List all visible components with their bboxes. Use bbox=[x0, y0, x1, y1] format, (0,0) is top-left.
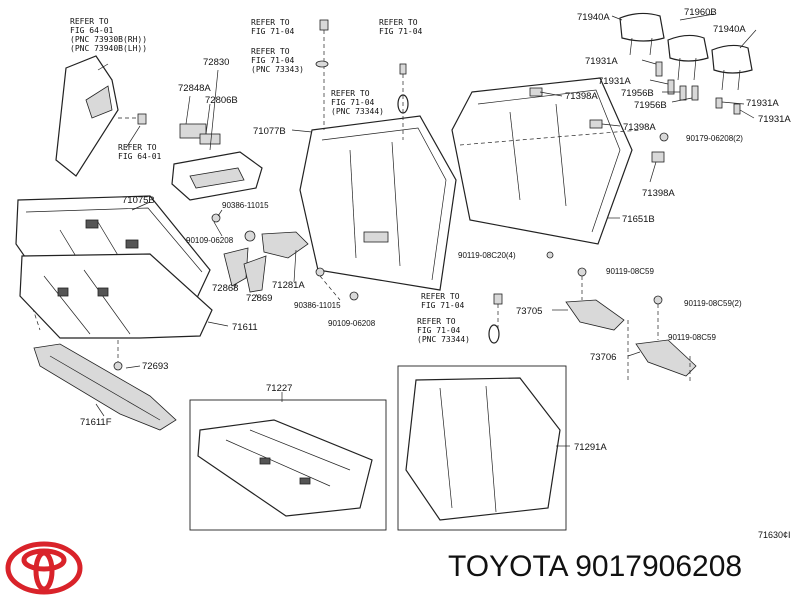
label-71931A-4: 71931A bbox=[758, 114, 791, 125]
label-71611F: 71611F bbox=[80, 417, 112, 428]
hinge-73706-icon bbox=[635, 295, 697, 377]
ref-71-04-c: REFER TO FIG 71-04 bbox=[379, 18, 423, 36]
hinge-73705-icon bbox=[565, 267, 625, 331]
label-71940A-top: 71940A bbox=[577, 12, 610, 23]
label-71956B-2: 71956B bbox=[634, 100, 667, 111]
label-90119-08C59-b: 90119-08C59(2) bbox=[684, 299, 742, 308]
diagram-code: 71630¢I bbox=[758, 530, 791, 540]
label-71398A-2: 71398A bbox=[623, 122, 656, 133]
ref-71-04-b: REFER TO FIG 71-04 (PNC 73343) bbox=[251, 47, 304, 74]
seatback-71651B-icon bbox=[451, 77, 665, 245]
label-71956B-1: 71956B bbox=[621, 88, 654, 99]
label-72869: 72869 bbox=[246, 293, 272, 304]
pad-71291A-icon bbox=[405, 377, 561, 521]
ref-71-04-f: REFER TO FIG 71-04 (PNC 73344) bbox=[417, 317, 470, 344]
label-71931A-3: 71931A bbox=[746, 98, 779, 109]
label-90109-06208-a: 90109-06208 bbox=[186, 236, 234, 245]
label-71227: 71227 bbox=[266, 383, 292, 394]
side-trim-panel-icon bbox=[55, 55, 119, 177]
label-73705: 73705 bbox=[516, 306, 542, 317]
label-90119-08C20: 90119-08C20(4) bbox=[458, 251, 516, 260]
label-72848A: 72848A bbox=[178, 83, 211, 94]
pad-71291A-box bbox=[397, 365, 567, 531]
reference-notes: REFER TO FIG 64-01 (PNC 73930B(RH)) (PNC… bbox=[70, 17, 470, 344]
part-number: TOYOTA 9017906208 bbox=[448, 550, 743, 583]
label-90386-11015-b: 90386-11015 bbox=[294, 301, 341, 310]
label-71281A: 71281A bbox=[272, 280, 305, 291]
label-71398A-3: 71398A bbox=[642, 188, 675, 199]
label-72806B: 72806B bbox=[205, 95, 238, 106]
ref-71-04-a: REFER TO FIG 71-04 bbox=[251, 18, 295, 36]
seatback-71077B-icon bbox=[299, 115, 457, 291]
armrest-72830-icon bbox=[171, 123, 263, 201]
pad-71227-icon bbox=[197, 419, 373, 517]
label-90179-06208: 90179-06208(2) bbox=[686, 134, 743, 143]
label-71611: 71611 bbox=[232, 322, 258, 333]
label-71931A-2: 71931A bbox=[598, 76, 631, 87]
seat-cushion-71611-icon bbox=[19, 253, 213, 339]
headrest-left-icon bbox=[619, 12, 665, 56]
label-73706: 73706 bbox=[590, 352, 616, 363]
label-71931A-1: 71931A bbox=[585, 56, 618, 67]
label-90119-08C59-c: 90119-08C59 bbox=[668, 333, 716, 342]
label-90386-11015-a: 90386-11015 bbox=[222, 201, 269, 210]
label-71075B: 71075B bbox=[122, 195, 155, 206]
ref-64-01-bottom: REFER TO FIG 64-01 bbox=[118, 143, 162, 161]
headrest-center-icon bbox=[667, 34, 709, 81]
label-71398A-1: 71398A bbox=[565, 91, 598, 102]
label-71291A: 71291A bbox=[574, 442, 607, 453]
label-71651B: 71651B bbox=[622, 214, 655, 225]
part-labels: 71940A 71960B 71940A 71931A 71931A 71956… bbox=[80, 7, 791, 453]
ref-71-04-e: REFER TO FIG 71-04 bbox=[421, 292, 465, 310]
bracket-parts-icon bbox=[211, 213, 359, 301]
label-71077B: 71077B bbox=[253, 126, 286, 137]
pad-71227-box bbox=[189, 399, 387, 531]
label-71940A-mid: 71940A bbox=[713, 24, 746, 35]
headrest-guides-icon bbox=[655, 61, 741, 115]
frame-71611F-icon bbox=[33, 343, 177, 431]
label-72868: 72868 bbox=[212, 283, 238, 294]
toyota-logo-icon bbox=[5, 541, 83, 595]
headrest-right-icon bbox=[711, 44, 753, 91]
label-71960B: 71960B bbox=[684, 7, 717, 18]
label-90109-06208-b: 90109-06208 bbox=[328, 319, 376, 328]
ref-64-01-top: REFER TO FIG 64-01 (PNC 73930B(RH)) (PNC… bbox=[70, 17, 152, 53]
label-72693: 72693 bbox=[142, 361, 168, 372]
label-90119-08C59-a: 90119-08C59 bbox=[606, 267, 654, 276]
ref-71-04-d: REFER TO FIG 71-04 (PNC 73344) bbox=[331, 89, 384, 116]
label-72830: 72830 bbox=[203, 57, 229, 68]
